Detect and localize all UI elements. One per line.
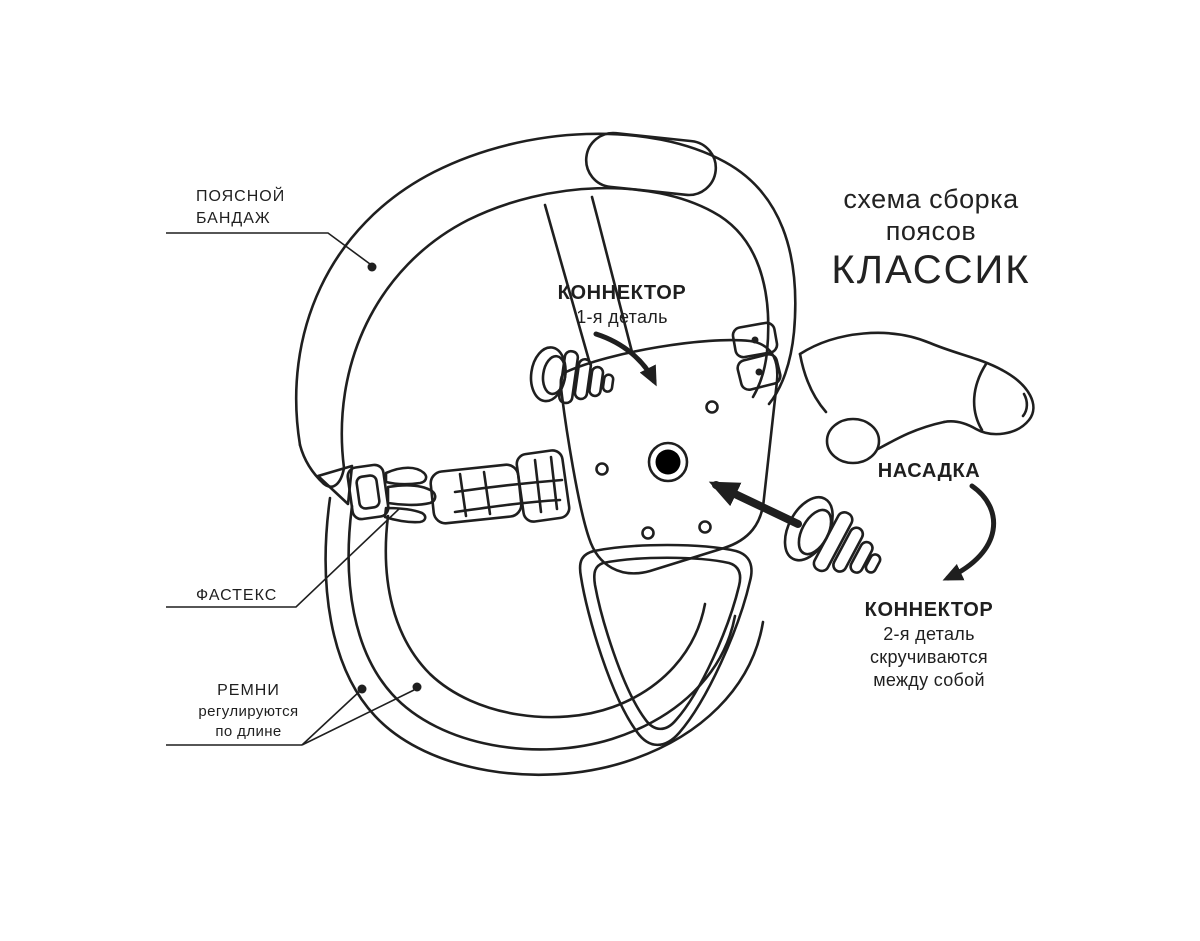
leader-dot bbox=[367, 262, 377, 272]
connector-2-label-title: КОННЕКТОР bbox=[864, 599, 994, 621]
leader-fastex bbox=[166, 507, 401, 608]
leader-dot bbox=[412, 682, 422, 692]
front-strap-left-edge bbox=[543, 203, 592, 366]
waist-band-label-line-2: БАНДАЖ bbox=[196, 210, 271, 227]
attachment-label: НАСАДКА bbox=[877, 460, 981, 482]
connector-1-label-subtitle: 1-я деталь bbox=[576, 307, 668, 327]
o-ring bbox=[647, 441, 689, 483]
leg-straps bbox=[324, 496, 765, 777]
arrow-connector2-to-hole bbox=[708, 481, 802, 528]
straps-label-line-1: РЕМНИ bbox=[217, 682, 280, 699]
plate-screw-hole bbox=[698, 520, 712, 534]
belt-plate-hinge bbox=[731, 321, 782, 391]
plate-screw-hole bbox=[595, 462, 609, 476]
connector-1-label-title: КОННЕКТОР bbox=[557, 282, 687, 304]
leader-lines bbox=[166, 232, 422, 746]
connector-2-part bbox=[783, 495, 882, 574]
title-line-1: схема сборка bbox=[843, 184, 1019, 214]
straps-label-line-2: регулируются bbox=[198, 703, 299, 720]
strap-slider bbox=[515, 449, 571, 523]
leader-waist-band bbox=[166, 232, 371, 265]
fastex-label: ФАСТЕКС bbox=[196, 587, 278, 604]
corona-ridge bbox=[972, 362, 988, 432]
front-strap-right-edge bbox=[590, 195, 634, 354]
waist-band-label-line-1: ПОЯСНОЙ bbox=[196, 188, 286, 205]
title-line-3: КЛАССИК bbox=[831, 248, 1031, 292]
diagram-title: схема сборка поясов КЛАССИК bbox=[818, 183, 1044, 293]
connector-2-label-line-2: 2-я деталь bbox=[883, 624, 975, 644]
arrows bbox=[593, 331, 996, 581]
fastex-buckle bbox=[316, 463, 523, 525]
front-plate bbox=[559, 338, 779, 575]
belt-left-tip bbox=[298, 443, 346, 488]
arrow-connector1-to-plate bbox=[593, 331, 657, 387]
connector-1-label: КОННЕКТОР 1-я деталь bbox=[542, 281, 702, 329]
dildo-attachment bbox=[798, 331, 1035, 465]
waist-band-label: ПОЯСНОЙ БАНДАЖ bbox=[196, 186, 285, 230]
connector-1-part bbox=[529, 346, 615, 405]
leader-straps-1 bbox=[301, 690, 361, 746]
straps-label-line-3: по длине bbox=[215, 723, 282, 740]
arrow-attachment-to-connector2 bbox=[942, 483, 996, 581]
connector-hole bbox=[655, 449, 681, 475]
plate-screw-hole bbox=[641, 526, 655, 540]
ladder-lock bbox=[429, 463, 523, 525]
leader-straps-2 bbox=[301, 689, 415, 746]
connector-2-label-line-4: между собой bbox=[873, 670, 985, 690]
waist-strap bbox=[453, 478, 564, 514]
waist-pad bbox=[584, 131, 718, 197]
plate-screw-hole bbox=[705, 400, 719, 414]
lower-plate bbox=[578, 543, 753, 747]
balls bbox=[825, 417, 881, 465]
connector-2-label: КОННЕКТОР 2-я деталь скручиваются между … bbox=[829, 598, 1029, 692]
connector-2-label-line-3: скручиваются bbox=[870, 647, 988, 667]
straps-label: РЕМНИ регулируются по длине bbox=[166, 680, 331, 742]
title-line-2: поясов bbox=[885, 216, 977, 246]
leader-dot bbox=[357, 684, 367, 694]
harness-drawing bbox=[294, 131, 1035, 777]
